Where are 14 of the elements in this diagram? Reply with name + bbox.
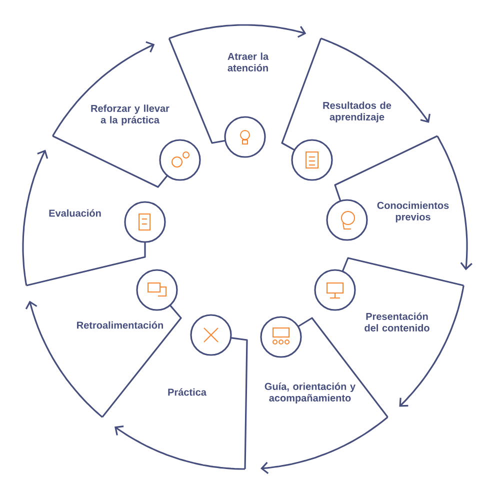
cycle-segment: Presentación del contenido bbox=[342, 257, 464, 332]
cycle-segment: Atraer la atención bbox=[168, 38, 269, 144]
arrow bbox=[436, 136, 472, 270]
cycle-segment: Reforzar y llevar a la práctica bbox=[52, 104, 170, 188]
arrow bbox=[168, 24, 306, 40]
arrow bbox=[114, 426, 245, 470]
cycle-segment: Evaluación bbox=[26, 209, 146, 286]
arrow bbox=[25, 300, 103, 418]
arrow bbox=[399, 285, 464, 407]
arrow bbox=[320, 38, 430, 123]
arrow bbox=[22, 150, 48, 286]
arrow bbox=[52, 41, 155, 136]
arrow bbox=[260, 416, 388, 474]
cycle-segment: Práctica bbox=[168, 337, 248, 470]
